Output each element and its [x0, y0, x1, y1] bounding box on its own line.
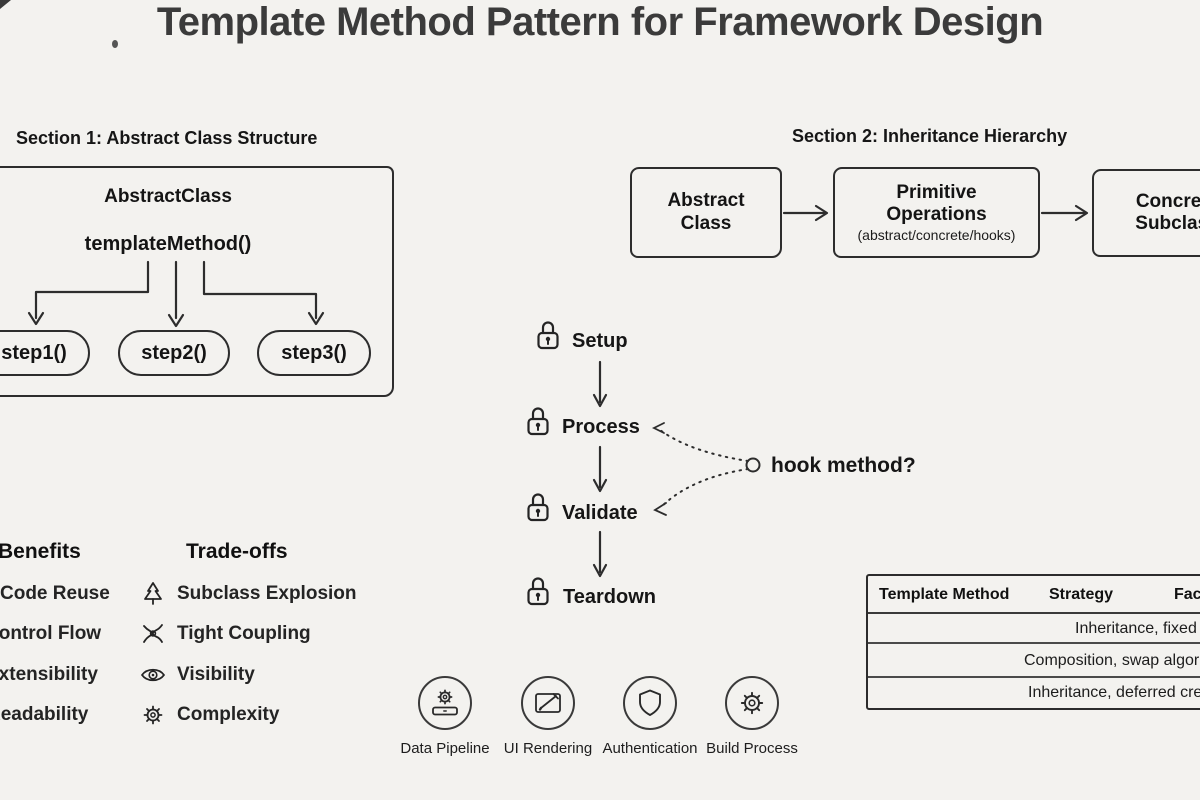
- template-method-name: templateMethod(): [84, 233, 252, 255]
- node-label: Abstract Class: [667, 190, 745, 234]
- benefits-heading: Benefits: [0, 540, 81, 563]
- lifecycle-step-setup: Setup: [572, 330, 628, 352]
- benefit-item: Readability: [0, 704, 89, 725]
- pine-tree-icon: [144, 582, 162, 605]
- step3-label: step3(): [281, 341, 347, 364]
- hierarchy-node-abstract-class: Abstract Class: [630, 167, 782, 258]
- page-title: Template Method Pattern for Framework De…: [156, 0, 1044, 44]
- lifecycle-step-process: Process: [562, 416, 640, 438]
- comparison-table: Template Method Strategy Factory Method …: [866, 574, 1200, 710]
- tradeoffs-heading: Trade-offs: [186, 540, 288, 563]
- table-row-divider: [868, 642, 1200, 644]
- tradeoff-item: Subclass Explosion: [177, 583, 357, 604]
- use-case-circle-build-process: [725, 676, 779, 730]
- gear-icon: [740, 691, 764, 715]
- tradeoff-item: Complexity: [177, 704, 280, 725]
- template-fanout-arrows: [27, 260, 325, 328]
- hierarchy-node-primitive-operations: Primitive Operations (abstract/concrete/…: [833, 167, 1040, 258]
- padlock-icon: [537, 321, 559, 350]
- use-case-label: Authentication: [602, 740, 698, 757]
- canvas-pen-icon: [535, 693, 561, 713]
- corner-artifact: [0, 0, 118, 48]
- padlock-icon: [527, 577, 549, 606]
- node-label: Primitive Operations: [886, 181, 987, 225]
- pipeline-gear-icon: [432, 689, 458, 716]
- tangled-knot-icon: [143, 624, 163, 643]
- hook-connectors: [651, 422, 761, 516]
- table-header-factory: Factory Method: [1174, 586, 1200, 603]
- hierarchy-node-concrete-subclass: Concrete Subclass: [1092, 169, 1200, 257]
- lifecycle-step-teardown: Teardown: [563, 586, 656, 608]
- tradeoff-item: Tight Coupling: [177, 623, 311, 644]
- table-header-divider: [868, 612, 1200, 614]
- use-case-label: Data Pipeline: [400, 740, 490, 757]
- node-label: Concrete Subclass: [1135, 190, 1200, 234]
- shield-icon: [639, 689, 661, 716]
- tradeoff-item: Visibility: [177, 664, 255, 685]
- eye-icon: [141, 668, 165, 682]
- step3-pill: step3(): [257, 330, 371, 376]
- padlock-icon: [527, 493, 549, 522]
- gear-icon: [143, 705, 163, 725]
- step2-label: step2(): [141, 341, 207, 364]
- table-row-divider: [868, 676, 1200, 678]
- use-case-circle-ui-rendering: [521, 676, 575, 730]
- use-case-label: UI Rendering: [503, 740, 593, 757]
- lifecycle-step-validate: Validate: [562, 502, 638, 524]
- lifecycle-arrows: [592, 360, 608, 578]
- hook-circle: [745, 457, 761, 473]
- table-row: Composition, swap algorithms: [1024, 652, 1200, 669]
- use-case-circle-data-pipeline: [418, 676, 472, 730]
- abstract-class-name: AbstractClass: [104, 186, 232, 207]
- benefit-item: Control Flow: [0, 623, 102, 644]
- step1-pill: step1(): [0, 330, 90, 376]
- node-sublabel: (abstract/concrete/hooks): [857, 227, 1016, 244]
- step1-label: step1(): [1, 341, 67, 364]
- step2-pill: step2(): [118, 330, 230, 376]
- abstract-class-box: [0, 166, 394, 397]
- use-case-circle-authentication: [623, 676, 677, 730]
- table-header-strategy: Strategy: [1049, 586, 1114, 603]
- table-header-template-method: Template Method: [879, 586, 1010, 603]
- hook-method-label: hook method?: [771, 454, 916, 477]
- section1-heading: Section 1: Abstract Class Structure: [16, 128, 318, 148]
- benefit-item: Code Reuse: [0, 583, 110, 604]
- use-case-label: Build Process: [706, 740, 798, 757]
- hierarchy-arrows: [782, 204, 1089, 222]
- padlock-icon: [527, 407, 549, 436]
- section2-heading: Section 2: Inheritance Hierarchy: [792, 126, 1068, 146]
- benefit-item: Extensibility: [0, 664, 98, 685]
- table-row: Inheritance, deferred creation: [1028, 684, 1200, 701]
- table-row: Inheritance, fixed algorithm: [1075, 620, 1200, 637]
